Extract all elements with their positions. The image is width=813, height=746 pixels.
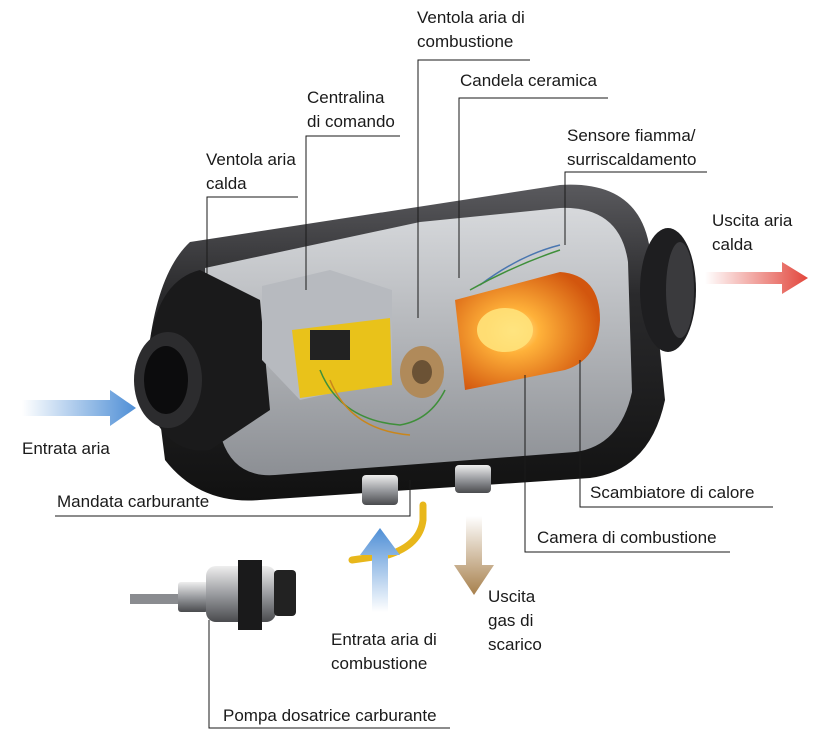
dosing-pump: [130, 560, 296, 630]
label-pompa: Pompa dosatrice carburante: [223, 706, 437, 725]
label-entrata-aria: Entrata aria: [22, 439, 110, 458]
label-uscita-calda: Uscita aria calda: [712, 211, 793, 254]
leader-lines: [55, 59, 773, 729]
bottom-pipes: [362, 465, 491, 505]
label-entrata-combustione: Entrata aria di combustione: [331, 630, 437, 673]
label-camera: Camera di combustione: [537, 528, 717, 547]
hot-air-outlet-arrow: [705, 262, 808, 294]
label-candela-ceramica: Candela ceramica: [460, 71, 598, 90]
label-ventola-combustione: Ventola aria di combustione: [417, 8, 525, 51]
combustion-air-arrow: [360, 528, 400, 612]
label-uscita-gas: Uscita gas di scarico: [488, 587, 542, 654]
wiring: [319, 244, 561, 436]
label-ventola-calda: Ventola aria calda: [206, 150, 296, 193]
label-sensore: Sensore fiamma/ surriscaldamento: [567, 126, 697, 169]
label-centralina: Centralina di comando: [307, 88, 395, 131]
label-scambiatore: Scambiatore di calore: [590, 483, 755, 502]
combustion-chamber: [455, 272, 600, 390]
label-mandata: Mandata carburante: [57, 492, 210, 511]
intake-air-arrow: [22, 390, 136, 426]
combustion-fan: [400, 346, 444, 398]
exhaust-arrow: [454, 516, 494, 595]
air-intake-cone: [134, 270, 270, 451]
control-unit: [262, 270, 392, 400]
